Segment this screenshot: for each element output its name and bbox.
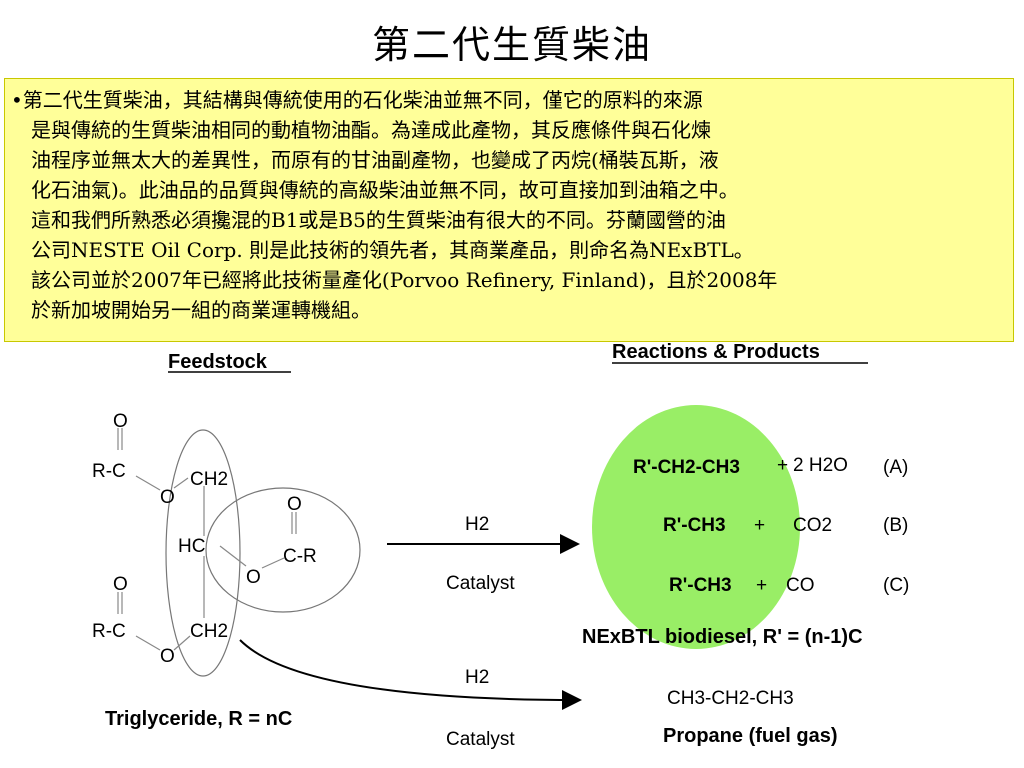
- product-a-tag: (A): [883, 457, 908, 478]
- paragraph-line: 是與傳統的生質柴油相同的動植物油酯。為達成此產物，其反應條件與石化煉: [31, 118, 711, 142]
- paragraph-line: 於新加坡開始另一組的商業運轉機組。: [31, 298, 371, 322]
- ester-oxygen-top: O: [160, 487, 175, 508]
- ester-oxygen-bottom: O: [160, 646, 175, 667]
- paragraph-line: 化石油氣)。此油品的品質與傳統的高級柴油並無不同，故可直接加到油箱之中。: [31, 178, 739, 202]
- arrow1-condition: Catalyst: [446, 573, 515, 594]
- glycerol-backbone-ellipse: [165, 429, 241, 677]
- arrow2-reagent: H2: [465, 667, 489, 688]
- methine: HC: [178, 536, 205, 557]
- propane-formula: CH3-CH2-CH3: [667, 688, 794, 709]
- reaction-arrow-propane: [239, 639, 582, 710]
- acyl-group-bottom: R-C: [92, 621, 126, 642]
- paragraph-line: 油程序並無太大的差異性，而原有的甘油副產物，也變成了丙烷(桶裝瓦斯，液: [31, 148, 719, 172]
- arrow1-reagent: H2: [465, 514, 489, 535]
- nexbtl-label: NExBTL biodiesel, R' = (n-1)C: [582, 626, 863, 648]
- reaction-diagram: Feedstock Reactions & Products O R-C O C…: [92, 341, 909, 750]
- reactions-heading: Reactions & Products: [612, 341, 820, 363]
- feedstock-heading: Feedstock: [168, 351, 268, 373]
- product-c-byproduct: CO: [786, 575, 815, 596]
- product-b: R'-CH3: [663, 515, 726, 536]
- carbonyl-oxygen-top: O: [113, 411, 128, 432]
- propane-label: Propane (fuel gas): [663, 725, 837, 747]
- product-a-plus: +: [777, 455, 788, 476]
- product-b-tag: (B): [883, 515, 908, 536]
- slide-title: 第二代生質柴油: [371, 23, 652, 67]
- description-paragraph: •第二代生質柴油，其結構與傳統使用的石化柴油並無不同，僅它的原料的來源 是與傳統…: [11, 85, 1011, 325]
- ester-group-ellipse: [205, 487, 361, 613]
- product-b-byproduct: CO2: [793, 515, 832, 536]
- paragraph-line: 公司NESTE Oil Corp. 則是此技術的領先者，其商業產品，則命名為NE…: [31, 238, 754, 262]
- product-a: R'-CH2-CH3: [633, 457, 740, 478]
- molecule-bonds: [117, 428, 297, 651]
- ester-oxygen-mid: O: [246, 567, 261, 588]
- triglyceride-label: Triglyceride, R = nC: [105, 708, 292, 730]
- carbonyl-oxygen-mid: O: [287, 494, 302, 515]
- product-b-plus: +: [754, 515, 765, 536]
- product-c-plus: +: [756, 575, 767, 596]
- paragraph-line: 這和我們所熟悉必須攙混的B1或是B5的生質柴油有很大的不同。芬蘭國營的油: [31, 208, 726, 232]
- description-textbox: •第二代生質柴油，其結構與傳統使用的石化柴油並無不同，僅它的原料的來源 是與傳統…: [4, 78, 1014, 342]
- paragraph-line: •第二代生質柴油，其結構與傳統使用的石化柴油並無不同，僅它的原料的來源: [11, 88, 703, 112]
- methylene-top: CH2: [190, 469, 228, 490]
- methylene-bottom: CH2: [190, 621, 228, 642]
- product-c: R'-CH3: [669, 575, 732, 596]
- acyl-group-mid: C-R: [283, 546, 317, 567]
- paragraph-line: 該公司並於2007年已經將此技術量產化(Porvoo Refinery, Fin…: [31, 268, 778, 292]
- product-c-tag: (C): [883, 575, 909, 596]
- acyl-group-top: R-C: [92, 461, 126, 482]
- products-highlight-ellipse: [592, 405, 800, 649]
- product-a-byproduct: 2 H2O: [793, 455, 848, 476]
- carbonyl-oxygen-bottom: O: [113, 574, 128, 595]
- arrow2-condition: Catalyst: [446, 729, 515, 750]
